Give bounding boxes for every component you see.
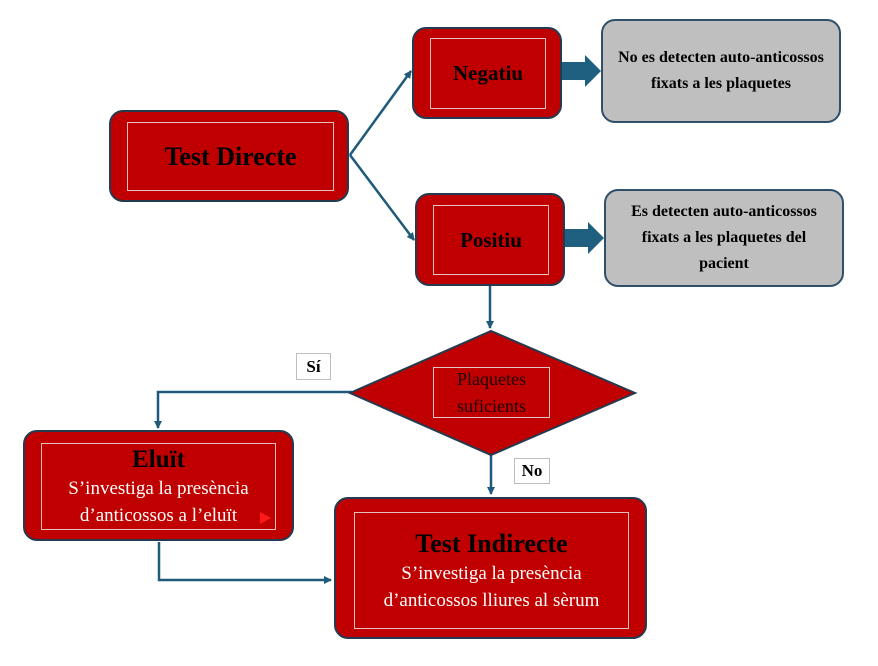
test-indirecte-title: Test Indirecte (415, 528, 568, 558)
yes-label: Sí (296, 353, 331, 380)
test-directe-title: Test Directe (164, 141, 297, 171)
block-arrow-negatiu (562, 55, 601, 87)
positiu-node: Positiu (415, 193, 565, 286)
eluit-marker-icon (260, 512, 271, 524)
positiu-title: Positiu (460, 227, 522, 252)
positiu-result-box: Es detecten auto-anticossos fixats a les… (604, 189, 844, 287)
eluit-node: Eluït S’investiga la presència d’anticos… (23, 430, 294, 541)
test-indirecte-description: S’investiga la presència d’anticossos ll… (383, 562, 600, 611)
negatiu-result-box: No es detecten auto-anticossos fixats a … (601, 19, 841, 123)
decision-diamond (347, 329, 638, 457)
eluit-title: Eluït (132, 445, 185, 473)
connector-to-positiu (349, 154, 415, 241)
decision-label: Plaquetes suficients (433, 367, 550, 418)
no-label: No (514, 458, 550, 484)
connector-to-negatiu (348, 70, 413, 156)
test-indirecte-node: Test Indirecte S’investiga la presència … (334, 497, 647, 639)
block-arrow-positiu (565, 222, 604, 254)
test-directe-node: Test Directe (109, 110, 349, 202)
connector-eluit-to-indirecte (157, 542, 332, 584)
negatiu-title: Negatiu (453, 61, 523, 85)
negatiu-node: Negatiu (412, 27, 562, 119)
eluit-description: S’investiga la presència d’anticossos a … (68, 477, 249, 526)
connector-decision-yes (154, 390, 352, 429)
